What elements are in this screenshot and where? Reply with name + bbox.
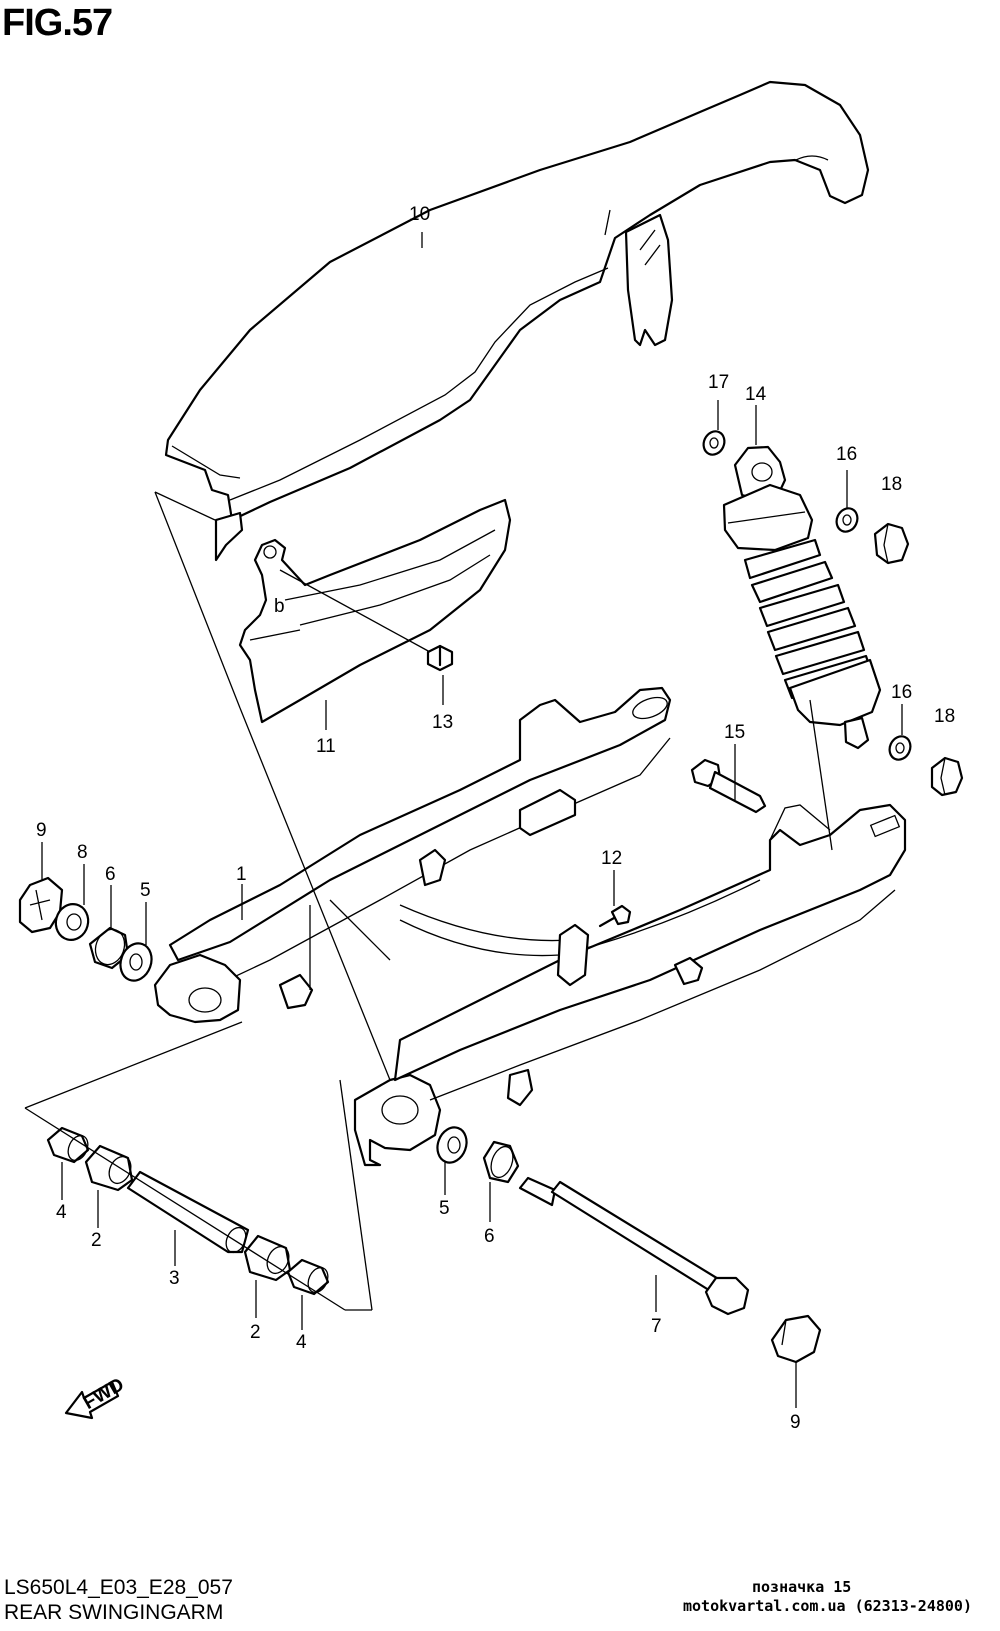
cap-nut-18-lower-part[interactable] — [930, 756, 964, 797]
bearing-2-right-part[interactable] — [243, 1234, 293, 1282]
rear-shock-part[interactable] — [722, 445, 882, 750]
callout-3: 3 — [169, 1268, 180, 1289]
callout-7: 7 — [651, 1316, 662, 1337]
watermark-line-1: позначка 15 — [752, 1578, 852, 1596]
callout-2-left: 2 — [91, 1230, 102, 1251]
callout-16-lower: 16 — [891, 682, 912, 703]
callout-13: 13 — [432, 712, 453, 733]
callout-6-left: 6 — [105, 864, 116, 885]
pivot-shaft-7-part[interactable] — [518, 1176, 750, 1316]
washer-8-part[interactable] — [52, 900, 92, 943]
bolt-15-part[interactable] — [690, 758, 767, 814]
callout-18-upper: 18 — [881, 474, 902, 495]
svg-text:b: b — [274, 596, 285, 617]
callout-12: 12 — [601, 848, 622, 869]
washer-5-right-part[interactable] — [433, 1123, 472, 1166]
chain-guard-part[interactable]: b — [238, 498, 512, 724]
callout-10: 10 — [409, 204, 430, 225]
swingarm-part[interactable] — [153, 686, 907, 1167]
callout-11: 11 — [316, 736, 336, 757]
leader-lines — [24, 232, 903, 1408]
callout-9-right: 9 — [790, 1412, 801, 1433]
chain-case-part[interactable] — [164, 80, 870, 562]
washer-16-upper-part[interactable] — [833, 505, 861, 535]
callout-5-right: 5 — [439, 1198, 450, 1219]
callout-15: 15 — [724, 722, 745, 743]
callout-18-lower: 18 — [934, 706, 955, 727]
washer-16-lower-part[interactable] — [886, 733, 914, 763]
watermark-line-2: motokvartal.com.ua (62313-24800) — [683, 1597, 972, 1615]
section-name: REAR SWINGINGARM — [4, 1601, 224, 1624]
cap-9-right-part[interactable] — [770, 1314, 822, 1364]
callout-8: 8 — [77, 842, 88, 863]
callout-labels: 10 11 13 17 14 16 18 16 18 15 12 1 9 8 6… — [36, 204, 955, 1433]
spacer-4-right-part[interactable] — [286, 1258, 332, 1296]
spacer-4-left-part[interactable] — [46, 1126, 92, 1164]
callout-9-left: 9 — [36, 820, 47, 841]
figure-title: FIG.57 — [2, 2, 113, 44]
fwd-label: FWD — [80, 1374, 128, 1414]
model-code: LS650L4_E03_E28_057 — [4, 1576, 233, 1599]
callout-2-right: 2 — [250, 1322, 261, 1343]
callout-16-upper: 16 — [836, 444, 857, 465]
fwd-arrow-icon: FWD — [64, 1374, 128, 1420]
callout-6-right: 6 — [484, 1226, 495, 1247]
seal-6-right-part[interactable] — [482, 1140, 520, 1184]
callout-4-left: 4 — [56, 1202, 67, 1223]
callout-17: 17 — [708, 372, 729, 393]
screw-13-part[interactable] — [426, 644, 454, 672]
bolt-12-part[interactable] — [598, 904, 632, 928]
washer-5-left-part[interactable] — [115, 939, 156, 985]
cap-nut-18-upper-part[interactable] — [873, 522, 910, 565]
washer-17-part[interactable] — [700, 428, 728, 458]
callout-5-left: 5 — [140, 880, 151, 901]
callout-14: 14 — [745, 384, 767, 405]
bearing-2-left-part[interactable] — [84, 1144, 135, 1192]
callout-1: 1 — [236, 864, 247, 885]
callout-4-right: 4 — [296, 1332, 307, 1353]
